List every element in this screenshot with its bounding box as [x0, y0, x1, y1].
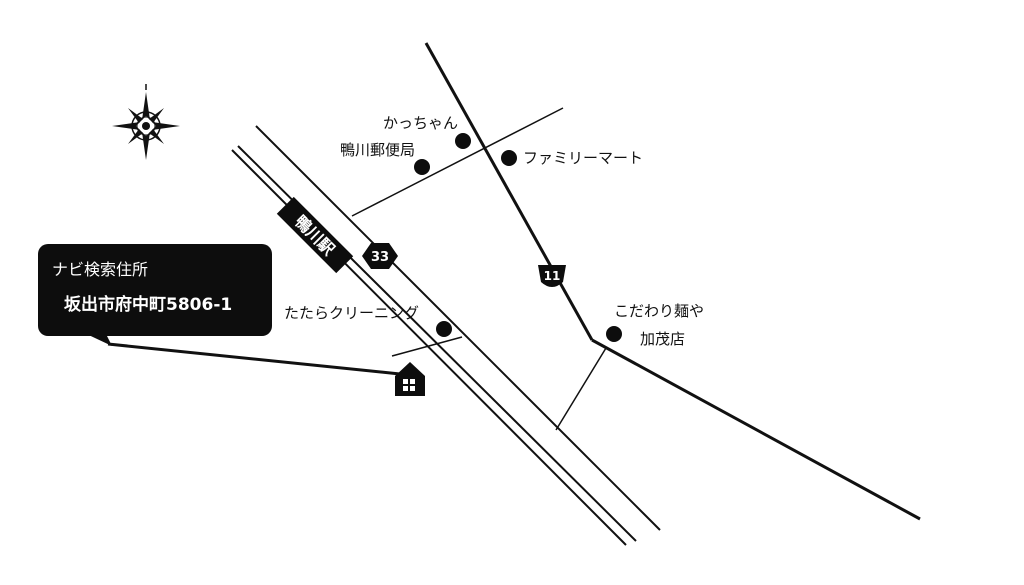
- landmark-label-post-office: 鴨川郵便局: [340, 141, 416, 159]
- road-cross-north: [351, 107, 564, 217]
- landmark-label-kodawari-1: こだわり麺や: [614, 302, 705, 320]
- route-33-shield-icon: [362, 243, 398, 269]
- compass-rose-icon: [112, 84, 180, 160]
- landmark-dot-kodawari: [606, 326, 622, 342]
- landmark-dot-kacchan: [455, 133, 471, 149]
- landmark-dot-cleaning: [436, 321, 452, 337]
- route-11-number: 11: [544, 269, 561, 283]
- landmark-dot-post-office: [414, 159, 430, 175]
- callout-title: ナビ検索住所: [52, 260, 149, 279]
- landmark-dot-family-mart: [501, 150, 517, 166]
- route-11-shield-icon: [538, 265, 566, 287]
- road-route-11-east: [591, 338, 921, 521]
- station-label-box: [276, 196, 354, 274]
- callout-pointer-line: [107, 342, 401, 376]
- landmark-label-cleaning: たたらクリーニング: [284, 304, 420, 322]
- road-connector: [555, 347, 607, 431]
- station-label-group: 鴨川駅: [276, 196, 354, 274]
- house-icon: [395, 362, 425, 396]
- address-callout: ナビ検索住所 坂出市府中町5806-1: [38, 244, 272, 336]
- road-cross-south: [391, 336, 463, 357]
- landmark-label-kacchan: かっちゃん: [383, 114, 459, 132]
- landmark-label-kodawari-2: 加茂店: [640, 330, 686, 348]
- road-route-11: [424, 42, 594, 341]
- route-33-number: 33: [371, 250, 389, 265]
- landmark-label-family-mart: ファミリーマート: [523, 149, 644, 167]
- callout-address: 坂出市府中町5806-1: [64, 295, 233, 315]
- road-route-33: [255, 125, 661, 531]
